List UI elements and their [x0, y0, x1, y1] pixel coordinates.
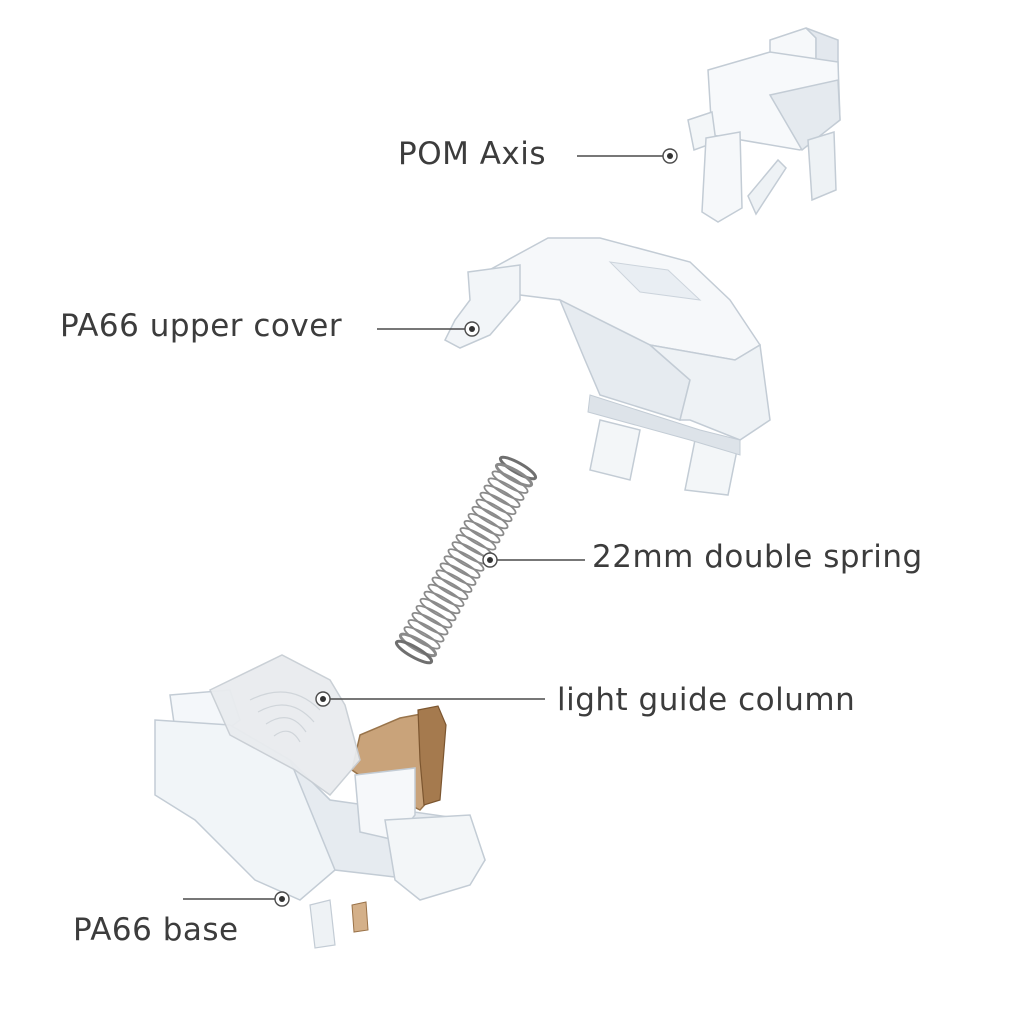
spring-coil — [459, 527, 497, 551]
label-light-guide: light guide column — [557, 682, 856, 718]
callout-dots — [274, 148, 678, 907]
dot-upper-cover — [464, 321, 480, 337]
spring-coil — [439, 562, 477, 586]
spring-coil — [498, 455, 538, 481]
spring-coil — [403, 626, 441, 650]
spring-coil — [415, 604, 453, 629]
spring-coil — [483, 484, 521, 508]
spring-coil — [394, 639, 434, 665]
label-pom-axis: POM Axis — [398, 136, 547, 172]
label-upper-cover: PA66 upper cover — [60, 308, 343, 344]
dot-pom-axis — [662, 148, 678, 164]
spring-coil — [475, 498, 513, 523]
pa66-base — [154, 654, 486, 949]
spring-coil — [435, 569, 473, 593]
spring-coil — [398, 632, 438, 658]
spring-coil — [431, 576, 469, 600]
spring-coil — [419, 597, 457, 622]
spring-coil — [447, 548, 485, 572]
spring-coil — [463, 520, 501, 544]
spring-coil — [443, 555, 481, 579]
dot-light-guide — [315, 691, 331, 707]
label-spring: 22mm double spring — [592, 539, 923, 575]
spring-coil — [467, 512, 505, 537]
spring-coil — [411, 612, 449, 636]
double-spring — [394, 455, 538, 665]
spring-coil — [479, 491, 517, 516]
leader-lines — [183, 155, 668, 900]
spring-coil — [491, 470, 529, 494]
spring-coil — [423, 590, 461, 615]
dot-base — [274, 891, 290, 907]
dot-spring — [482, 552, 498, 568]
spring-coil — [407, 619, 445, 643]
pa66-upper-cover — [444, 237, 771, 496]
spring-coil — [494, 462, 534, 488]
label-base: PA66 base — [73, 912, 239, 948]
pom-axis-stem — [687, 27, 841, 223]
spring-coil — [471, 505, 509, 530]
spring-coil — [487, 477, 525, 501]
spring-coil — [427, 583, 465, 608]
